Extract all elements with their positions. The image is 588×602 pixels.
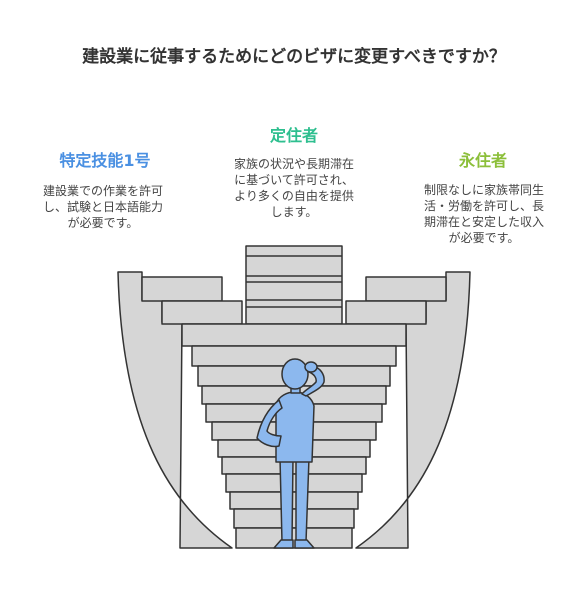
- description-line: 活・労働を許可し、長: [423, 199, 544, 213]
- person-left-leg: [279, 457, 294, 543]
- left-stair-step: [161, 300, 243, 325]
- option-description-eijusha: 制限なしに家族帯同生 活・労働を許可し、長 期滞在と安定した収入 が必要です。: [398, 182, 570, 246]
- stair-step: [235, 527, 353, 549]
- stair-step: [181, 323, 407, 347]
- description-line: より多くの自由を提供: [234, 189, 354, 203]
- person-right-leg: [295, 457, 310, 543]
- stair-step: [225, 473, 363, 493]
- description-line: が必要です。: [448, 231, 520, 245]
- right-stair-step: [345, 300, 427, 325]
- person-hand: [304, 361, 318, 373]
- description-line: が必要です。: [67, 216, 139, 230]
- option-description-tokutei-ginou: 建設業での作業を許可 し、試験と日本語能力 が必要です。: [18, 183, 188, 231]
- stair-step: [229, 491, 359, 510]
- description-line: します。: [270, 205, 318, 219]
- person-head: [281, 358, 309, 390]
- option-heading-tokutei-ginou: 特定技能1号: [59, 151, 151, 170]
- stair-step: [233, 508, 355, 529]
- left-stair-step: [141, 276, 223, 302]
- person-figure: [256, 358, 325, 549]
- description-line: 建設業での作業を許可: [42, 184, 163, 198]
- diagram-title: 建設業に従事するためにどのビザに変更すべきですか？: [82, 47, 506, 67]
- description-line: 期滞在と安定した収入: [423, 215, 544, 229]
- person-torso: [275, 391, 315, 463]
- person-right-foot: [294, 539, 315, 549]
- option-heading-teijusha: 定住者: [269, 126, 318, 145]
- person-left-arm: [256, 399, 283, 448]
- person-left-foot: [273, 539, 294, 549]
- description-line: 家族の状況や長期滞在: [233, 157, 354, 171]
- center-stair-tower: [245, 245, 343, 325]
- description-line: に基づいて許可され、: [234, 173, 354, 187]
- option-description-teijusha: 家族の状況や長期滞在 に基づいて許可され、 より多くの自由を提供 します。: [204, 156, 384, 220]
- description-line: し、試験と日本語能力: [42, 200, 163, 214]
- description-line: 制限なしに家族帯同生: [423, 183, 544, 197]
- right-stair-step: [365, 276, 447, 302]
- option-heading-eijusha: 永住者: [458, 151, 507, 170]
